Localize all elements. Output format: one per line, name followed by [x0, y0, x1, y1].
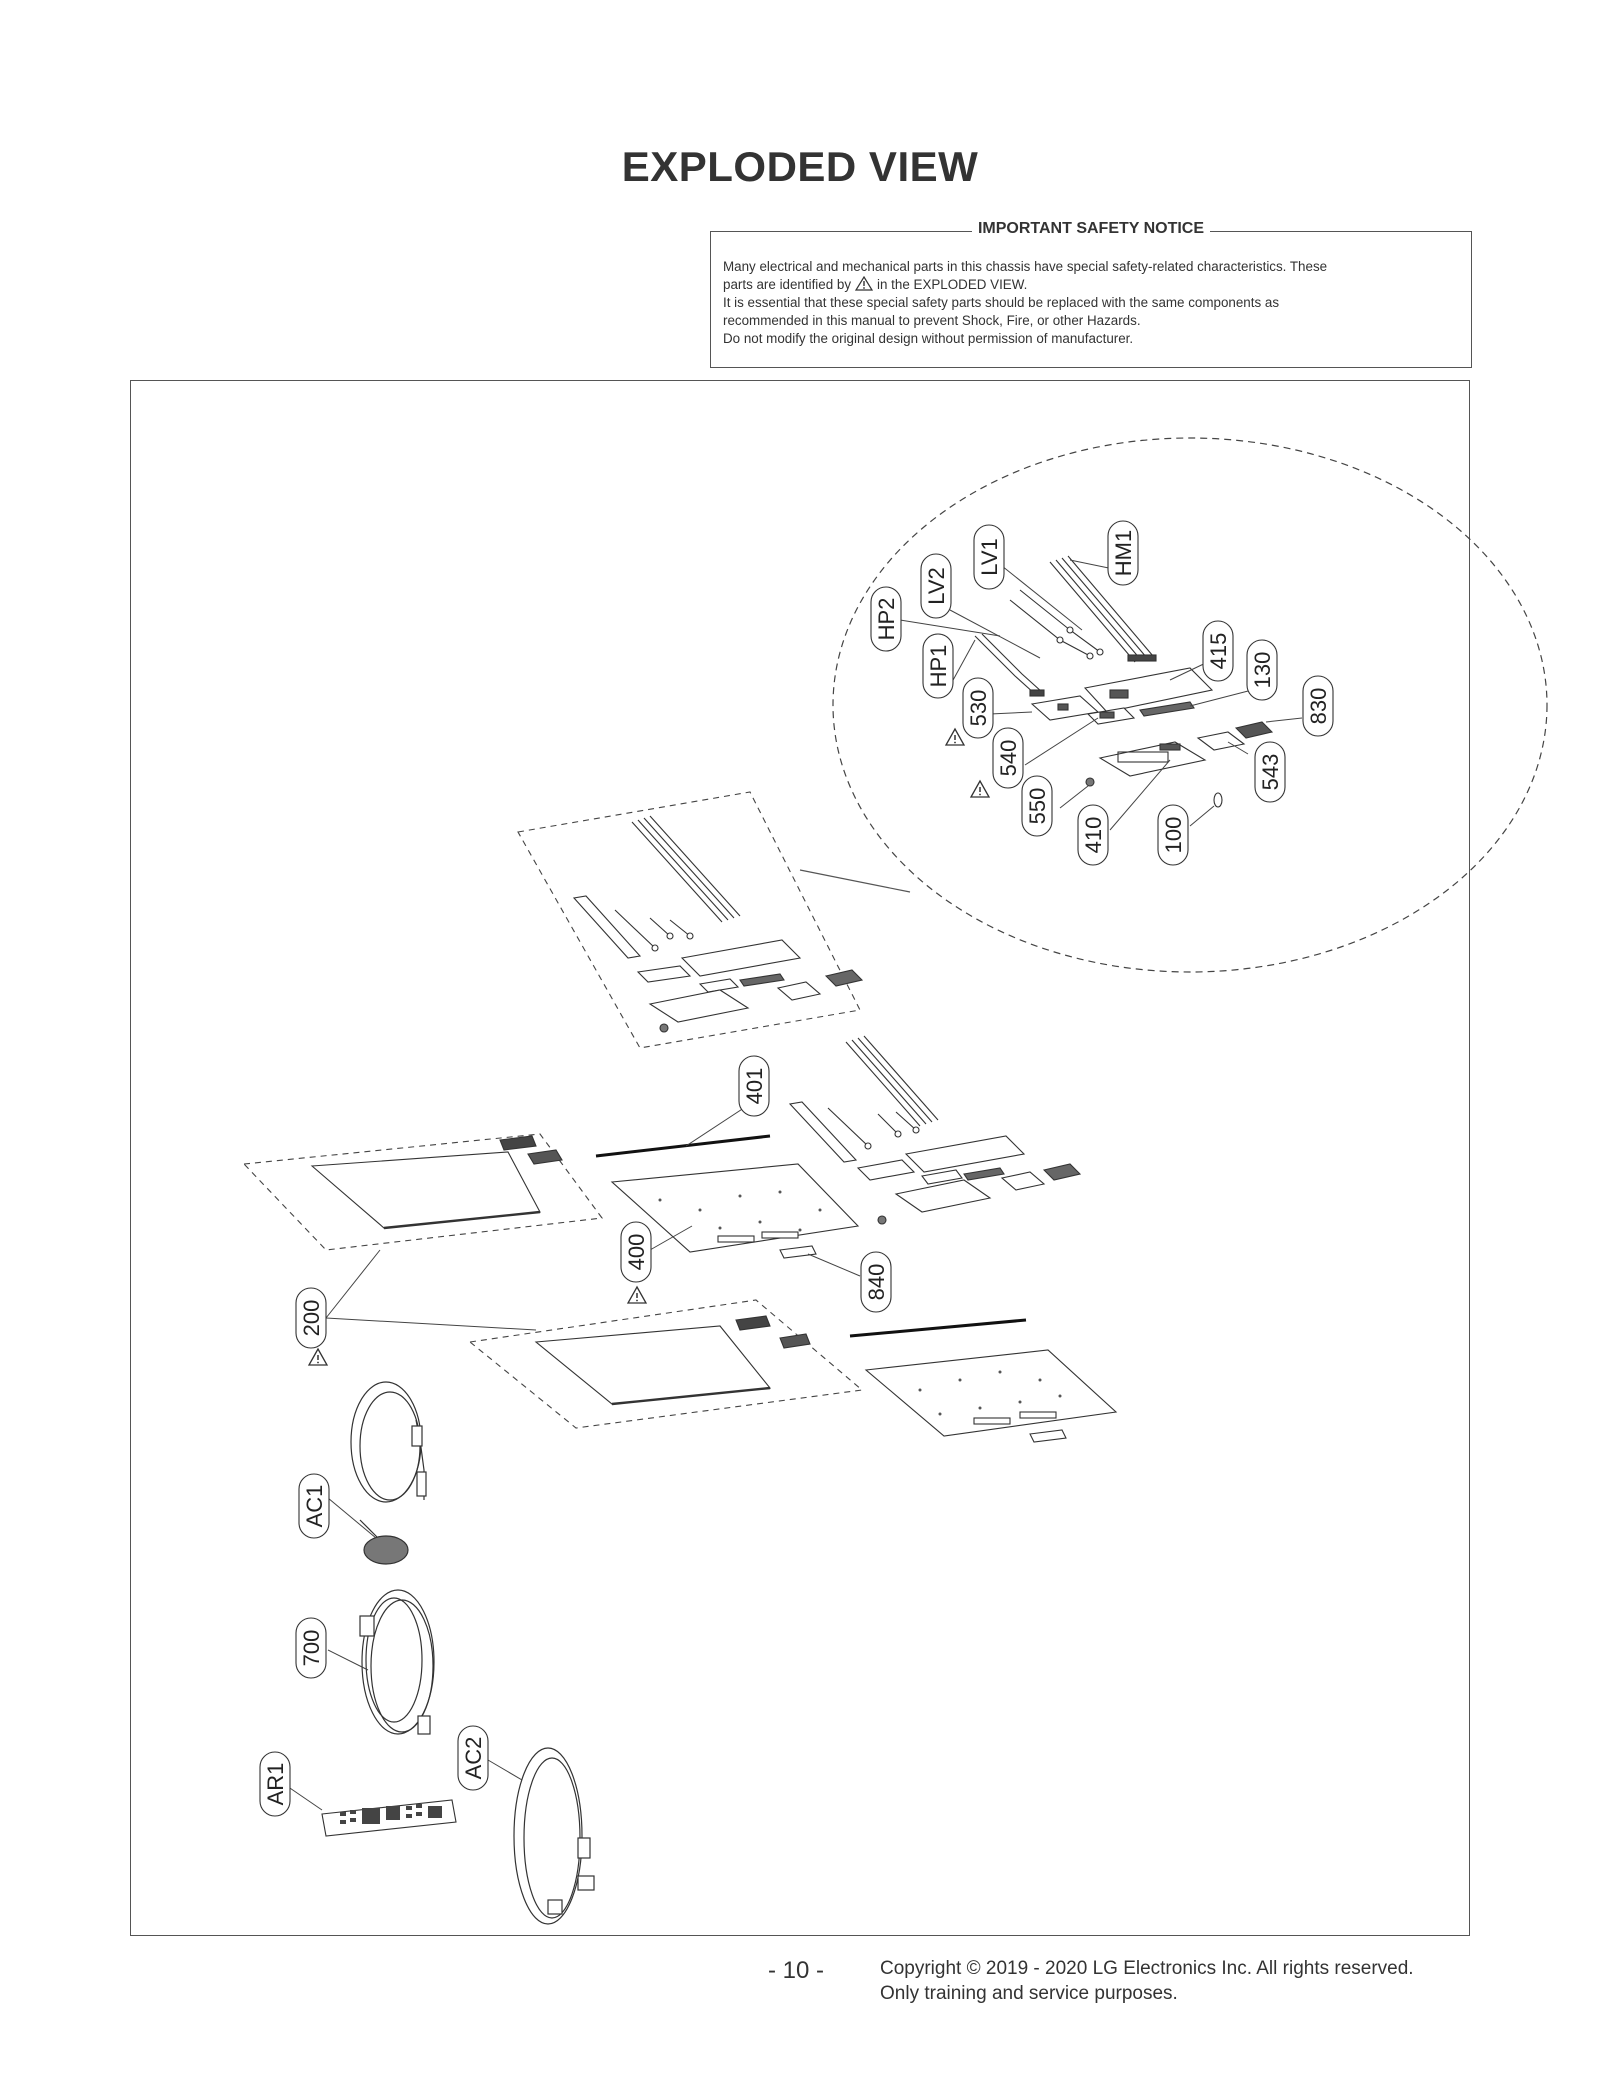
accessory-ac2 — [513, 1747, 595, 1925]
callout-830: 830 — [1302, 675, 1334, 737]
callout-400: 400 — [620, 1221, 652, 1283]
svg-text:HP1: HP1 — [926, 645, 951, 688]
svg-text:543: 543 — [1258, 754, 1283, 791]
svg-text:HP2: HP2 — [874, 598, 899, 641]
main-board-410 — [1098, 741, 1207, 777]
exploded-view-frame — [130, 380, 1470, 1936]
callout-lv1: LV1 — [973, 524, 1005, 590]
warning-triangle-icon — [970, 780, 990, 798]
notice-line-1: Many electrical and mechanical parts in … — [723, 259, 1328, 274]
callout-200: 200 — [295, 1287, 327, 1349]
svg-text:830: 830 — [1306, 688, 1331, 725]
lower-back-cover — [849, 1318, 1118, 1443]
copyright-line-1: Copyright © 2019 - 2020 LG Electronics I… — [880, 1958, 1414, 1979]
callout-ac2: AC2 — [457, 1725, 489, 1791]
callout-hm1: HM1 — [1107, 520, 1139, 586]
callout-100: 100 — [1157, 804, 1189, 866]
callout-540: 540 — [992, 727, 1024, 789]
part-100 — [1213, 792, 1223, 808]
connector-strip — [1139, 701, 1195, 717]
callout-ar1: AR1 — [259, 1751, 291, 1817]
page-title: EXPLODED VIEW — [621, 143, 979, 190]
board-543 — [1196, 731, 1246, 751]
accessory-remote-ar1 — [321, 1799, 457, 1837]
svg-text:200: 200 — [299, 1300, 324, 1337]
svg-text:HM1: HM1 — [1111, 530, 1136, 576]
svg-text:130: 130 — [1250, 652, 1275, 689]
svg-text:530: 530 — [966, 690, 991, 727]
callout-543: 543 — [1254, 741, 1286, 803]
accessory-ac1 — [350, 1381, 427, 1565]
notice-line-5: Do not modify the original design withou… — [723, 331, 1134, 346]
detail-parts — [974, 555, 1274, 808]
safety-notice-box: IMPORTANT SAFETY NOTICE Many electrical … — [710, 220, 1472, 368]
svg-text:401: 401 — [742, 1068, 767, 1105]
svg-text:840: 840 — [864, 1264, 889, 1301]
svg-text:550: 550 — [1025, 788, 1050, 825]
copyright-line-2: Only training and service purposes. — [880, 1983, 1178, 2004]
svg-text:AC2: AC2 — [461, 1737, 486, 1780]
svg-text:540: 540 — [996, 740, 1021, 777]
detail-circle — [799, 437, 1548, 973]
callout-lv2: LV2 — [920, 553, 952, 619]
svg-text:400: 400 — [624, 1234, 649, 1271]
callout-labels: HM1 LV1 LV2 HP2 HP1 530 540 550 — [259, 520, 1334, 1817]
callout-hp1: HP1 — [922, 633, 954, 699]
callout-130: 130 — [1246, 639, 1278, 701]
accessory-power-cord-700 — [359, 1589, 435, 1735]
part-550 — [1085, 777, 1095, 787]
callout-700: 700 — [295, 1617, 327, 1679]
copyright-notice: Copyright © 2019 - 2020 LG Electronics I… — [880, 1956, 1414, 2006]
board-415 — [1083, 667, 1214, 713]
middle-detail-group — [517, 791, 864, 1049]
upper-tv-assembly — [595, 1035, 1082, 1259]
svg-text:100: 100 — [1161, 817, 1186, 854]
callout-401: 401 — [738, 1055, 770, 1117]
callout-ac1: AC1 — [298, 1473, 330, 1539]
board-530 — [1030, 695, 1100, 721]
svg-text:LV1: LV1 — [977, 538, 1002, 576]
callout-410: 410 — [1077, 804, 1109, 866]
safety-notice-title: IMPORTANT SAFETY NOTICE — [971, 220, 1211, 237]
ffc-cables-hm1 — [1049, 555, 1157, 663]
svg-text:AR1: AR1 — [263, 1763, 288, 1806]
svg-text:AC1: AC1 — [302, 1485, 327, 1528]
callout-840: 840 — [860, 1251, 892, 1313]
svg-text:700: 700 — [299, 1630, 324, 1667]
safety-notice-body: Many electrical and mechanical parts in … — [723, 258, 1459, 348]
cable-lv — [1009, 589, 1104, 660]
svg-text:410: 410 — [1081, 817, 1106, 854]
notice-line-4: recommended in this manual to prevent Sh… — [723, 313, 1141, 328]
callout-550: 550 — [1021, 775, 1053, 837]
notice-line-3: It is essential that these special safet… — [723, 295, 1280, 310]
display-panel-group-lower — [468, 1299, 864, 1429]
svg-text:LV2: LV2 — [924, 567, 949, 605]
main-leaders — [325, 1099, 861, 1331]
part-830 — [1234, 721, 1274, 739]
display-panel-group-upper — [242, 1133, 604, 1251]
callout-415: 415 — [1202, 620, 1234, 682]
cable-hp — [974, 633, 1045, 697]
warning-triangle-icon — [855, 276, 874, 291]
warning-triangle-icon — [308, 1348, 328, 1366]
callout-hp2: HP2 — [870, 586, 902, 652]
warning-triangle-icon — [945, 728, 965, 746]
page-number: - 10 - — [768, 1957, 825, 1984]
callout-530: 530 — [962, 677, 994, 739]
warning-triangle-icon — [627, 1286, 647, 1304]
svg-text:415: 415 — [1206, 633, 1231, 670]
